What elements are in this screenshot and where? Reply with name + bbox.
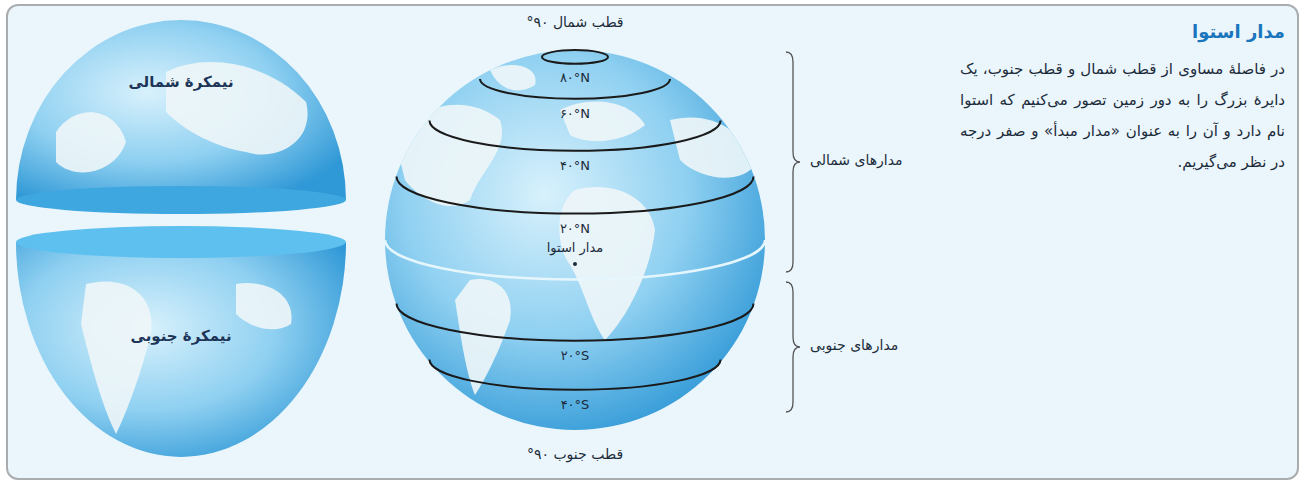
land-masses — [395, 65, 755, 395]
latitude-label: ۶۰°N — [560, 106, 590, 121]
globe — [385, 50, 765, 430]
pole-label: قطب شمال ۹۰° — [526, 14, 623, 30]
latitude-line — [396, 304, 753, 341]
latitude-line — [396, 176, 753, 213]
hemisphere-label: نیمکرهٔ جنوبی — [16, 326, 346, 346]
bracket — [786, 282, 800, 412]
group-label: مدارهای شمالی — [810, 152, 903, 168]
latitude-line — [542, 50, 608, 64]
latitude-label: ۲۰°N — [560, 221, 590, 236]
latitude-line — [429, 359, 720, 389]
hemisphere-label: نیمکرهٔ شمالی — [16, 72, 346, 92]
latitude-label: ۲۰°S — [561, 348, 590, 363]
panel-box: مدار استوا در فاصلهٔ مساوی از قطب شمال و … — [6, 4, 1299, 480]
northern-hemisphere: نیمکرهٔ شمالی — [16, 12, 346, 217]
bracket — [786, 52, 800, 272]
latitude-label: ۴۰°N — [560, 158, 590, 173]
equator-label: مدار استوا — [547, 240, 604, 255]
section-title: مدار استوا — [960, 20, 1285, 44]
equator-line — [385, 240, 765, 280]
equator-dot — [573, 262, 577, 266]
southern-hemisphere: نیمکرهٔ جنوبی — [16, 224, 346, 462]
latitude-label: ۸۰°N — [560, 70, 590, 85]
hemisphere-shape — [16, 12, 346, 217]
latitude-line — [429, 121, 720, 151]
group-label: مدارهای جنوبی — [810, 337, 898, 353]
body-text: در فاصلهٔ مساوی از قطب شمال و قطب جنوب، … — [960, 54, 1285, 178]
latitude-label: ۴۰°S — [561, 397, 590, 412]
pole-label: قطب جنوب ۹۰° — [527, 446, 623, 462]
